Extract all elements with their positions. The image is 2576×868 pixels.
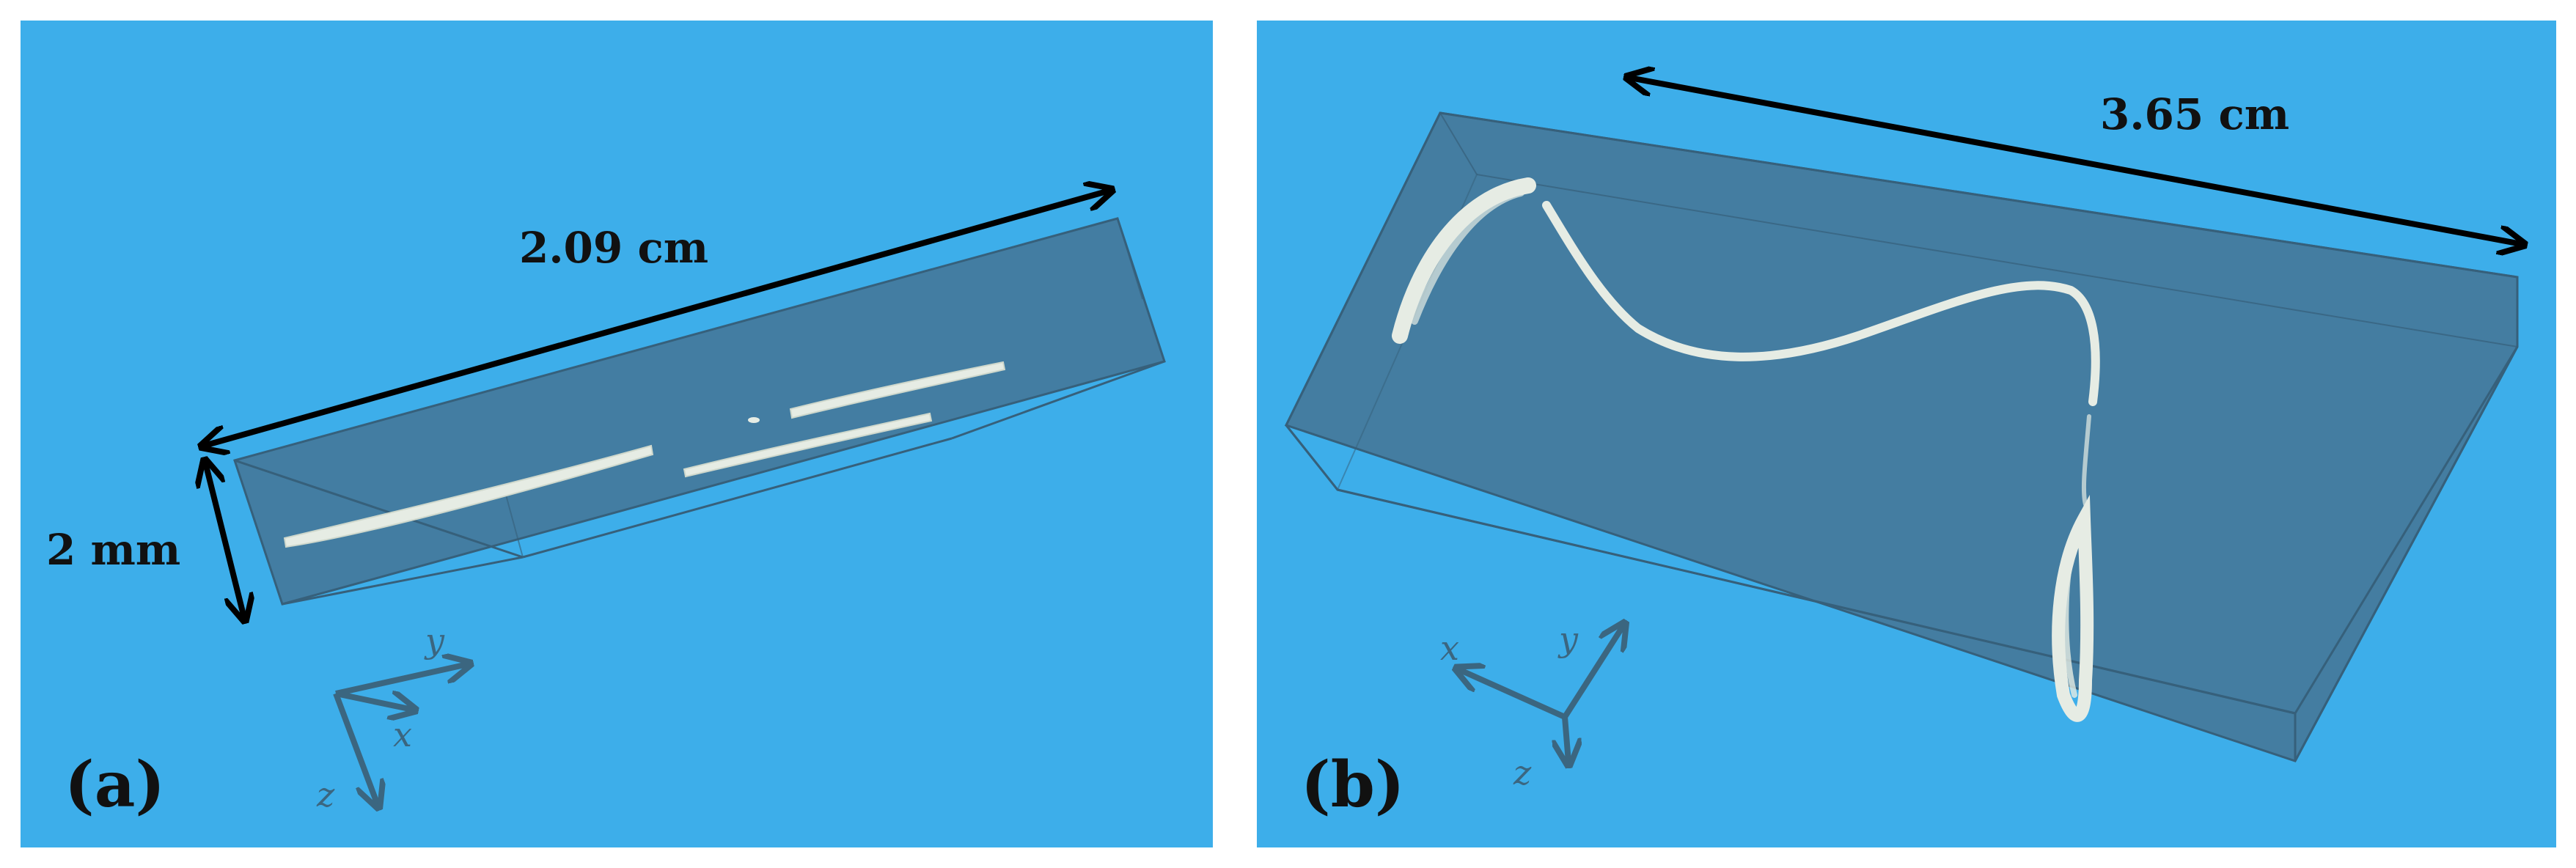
panel-tag: (a): [65, 748, 165, 822]
thickness-label: 2 mm: [46, 525, 180, 575]
panel-tag: (b): [1301, 748, 1405, 822]
axis-y-label: y: [424, 621, 445, 661]
particle-streak: [1411, 189, 1524, 325]
particle-streak: [2063, 545, 2077, 698]
axis-x-label: x: [1440, 628, 1459, 668]
length-arrow: [204, 191, 1109, 446]
particle-cloud: [1392, 177, 2100, 722]
particle-streak: [2052, 494, 2094, 722]
panel-b: 3.65 cm x y z (b): [1257, 21, 2556, 847]
length-arrow: [1629, 78, 2522, 244]
axis-x-arrow: [335, 694, 413, 710]
axis-z-arrow: [333, 692, 378, 805]
axis-y-label: y: [1557, 619, 1579, 659]
axis-z-label: z: [316, 775, 335, 814]
axis-y-arrow: [335, 664, 468, 696]
thickness-arrow: [205, 463, 244, 618]
axis-x-arrow: [1458, 669, 1566, 720]
length-label: 3.65 cm: [2100, 89, 2289, 139]
particle: [748, 417, 760, 423]
particle-streak: [2081, 414, 2091, 507]
axis-z-label: z: [1513, 753, 1532, 792]
particle-streak: [1542, 201, 2100, 406]
axis-x-label: x: [393, 715, 412, 754]
axis-z-arrow: [1565, 716, 1568, 762]
axis-y-arrow: [1562, 625, 1623, 719]
axis-triad: [1458, 625, 1623, 762]
panel-b-scene: 3.65 cm x y z (b): [1284, 21, 2556, 822]
panel-a-scene: 2.09 cm 2 mm y x z (a): [46, 21, 1166, 822]
length-label: 2.09 cm: [519, 223, 708, 273]
slab-box: [233, 217, 1166, 606]
particle-streak: [1392, 177, 1536, 344]
panel-a: 2.09 cm 2 mm y x z (a): [21, 21, 1213, 847]
axis-triad: [333, 664, 468, 805]
